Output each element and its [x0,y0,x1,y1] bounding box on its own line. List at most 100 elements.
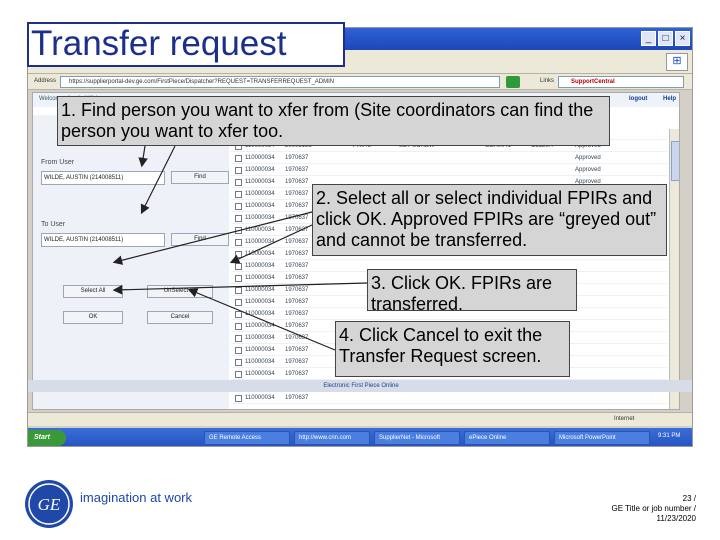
user-selection-panel: From User WILDE, AUSTIN (214008511) Find… [33,115,229,409]
cell-id: 110000034 [245,155,275,161]
taskbar-item[interactable]: http://www.cnn.com [294,431,370,445]
row-checkbox[interactable] [235,191,242,198]
taskbar-item[interactable]: Microsoft PowerPoint [554,431,650,445]
cell-part: 1970637 [285,239,309,245]
cell-part: 1970637 [285,263,309,269]
internet-zone-label: Internet [614,416,635,422]
logout-link[interactable]: logout [629,96,648,102]
to-user-input[interactable]: WILDE, AUSTIN (214008511) [41,233,165,247]
cell-id: 110000034 [245,359,275,365]
row-checkbox[interactable] [235,311,242,318]
status-bar: Internet [28,412,692,426]
cell-id: 110000034 [245,239,275,245]
row-checkbox[interactable] [235,335,242,342]
cell-id: 110000034 [245,287,275,293]
svg-text:GE: GE [38,495,61,514]
cell-part: 1970637 [285,323,309,329]
row-checkbox[interactable] [235,179,242,186]
cell-part: 1970637 [285,287,309,293]
taskbar-clock: 9:31 PM [658,433,681,439]
row-checkbox[interactable] [235,359,242,366]
row-checkbox[interactable] [235,323,242,330]
cell-id: 110000034 [245,143,275,149]
row-checkbox[interactable] [235,299,242,306]
close-icon[interactable]: × [675,31,690,46]
cell-id: 110000034 [245,179,275,185]
cell-part: 20003155 [285,143,312,149]
row-checkbox[interactable] [235,203,242,210]
taskbar-item[interactable]: SupplierNet - Microsoft [374,431,460,445]
from-user-input[interactable]: WILDE, AUSTIN (214008511) [41,171,165,185]
cell-part: 1970637 [285,167,309,173]
row-checkbox[interactable] [235,155,242,162]
cell-part: 1970637 [285,179,309,185]
go-arrow-icon[interactable] [506,76,520,88]
ge-logo-icon: GE [25,480,73,528]
row-checkbox[interactable] [235,167,242,174]
cell-code: GEA0041 [485,143,512,149]
callout-step-3: 3. Click OK. FPIRs are transferred. [367,269,577,314]
cell-id: 110000034 [245,167,275,173]
cell-status: Approved [575,179,601,185]
cell-part: 1970637 [285,203,309,209]
cell-id: 110000034 [245,311,275,317]
cell-id: 110000034 [245,191,275,197]
row-checkbox[interactable] [235,263,242,270]
minimize-icon[interactable]: _ [641,31,656,46]
maximize-icon[interactable]: □ [658,31,673,46]
cell-part: 1970637 [285,311,309,317]
cell-id: 110000034 [245,347,275,353]
row-checkbox[interactable] [235,347,242,354]
cell-status: Approved [575,167,601,173]
cell-part: 1970637 [285,299,309,305]
find-to-button[interactable]: Find [171,233,229,246]
help-link[interactable]: Help [663,96,677,102]
cancel-button[interactable]: Cancel [147,311,213,324]
url-input[interactable]: https://supplierportal-dev.ge.com/FirstP… [60,76,500,88]
table-row[interactable]: 110000034 1970637 Approved [231,165,667,176]
callout-step-4: 4. Click Cancel to exit the Transfer Req… [335,321,570,377]
taskbar-item[interactable]: ePiece Online [464,431,550,445]
links-label[interactable]: Links [540,78,555,84]
cell-part: 1970637 [285,191,309,197]
row-checkbox[interactable] [235,395,242,402]
row-checkbox[interactable] [235,371,242,378]
row-checkbox[interactable] [235,239,242,246]
row-checkbox[interactable] [235,287,242,294]
unselect-all-button[interactable]: UnSelect All [147,285,213,298]
row-checkbox[interactable] [235,275,242,282]
cell-status: Approved [575,155,601,161]
doc-title: GE Title or job number / [611,504,696,513]
address-label: Address [34,78,57,84]
grid-scrollbar[interactable] [669,129,679,409]
cell-id: 110000034 [245,251,275,257]
page-number: 23 / [682,494,696,503]
cell-part: 1970637 [285,335,309,341]
row-checkbox[interactable] [235,227,242,234]
support-central-link[interactable]: SupportCentral [558,76,684,88]
find-from-button[interactable]: Find [171,171,229,184]
address-bar: Address https://supplierportal-dev.ge.co… [28,74,692,90]
cell-id: 110000034 [245,299,275,305]
cell-part: 1970637 [285,215,309,221]
start-button[interactable]: Start [28,430,66,446]
cell-id: 110000034 [245,371,275,377]
cell-id: 110000034 [245,263,275,269]
slide-meta: 23 / GE Title or job number / 11/23/2020 [612,494,696,524]
cell-m: C3120A [531,143,553,149]
cell-pn: PK045 [353,143,372,149]
cell-id: 110000034 [245,335,275,341]
ok-button[interactable]: OK [63,311,123,324]
row-checkbox[interactable] [235,251,242,258]
cell-part: 1970637 [285,251,309,257]
row-checkbox[interactable] [235,215,242,222]
select-all-button[interactable]: Select All [63,285,123,298]
windows-logo-icon: ⊞ [666,53,688,71]
taskbar-item[interactable]: GE Remote Access [204,431,290,445]
cell-part: 1970637 [285,359,309,365]
cell-part: 1970637 [285,275,309,281]
